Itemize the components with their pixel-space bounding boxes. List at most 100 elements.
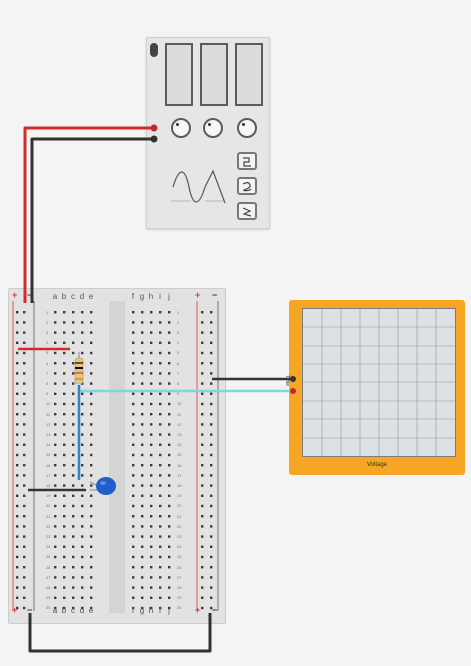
row-number-left: 6 <box>46 360 49 366</box>
breadboard-hole <box>168 402 171 406</box>
breadboard-hole <box>141 504 144 508</box>
breadboard-hole <box>54 443 57 446</box>
breadboard-hole <box>54 464 57 467</box>
breadboard-hole <box>90 566 93 569</box>
amplitude-knob[interactable] <box>203 118 223 138</box>
breadboard-hole <box>72 535 75 538</box>
breadboard-hole <box>150 596 153 599</box>
sine-wave-button[interactable] <box>237 177 257 195</box>
breadboard-hole <box>72 351 75 355</box>
rail-hole <box>201 504 204 508</box>
row-number-right: 30 <box>177 605 182 611</box>
breadboard-hole <box>132 413 135 416</box>
rail-hole <box>210 606 213 610</box>
capacitor[interactable] <box>89 477 116 495</box>
breadboard-hole <box>150 402 153 406</box>
breadboard-hole <box>141 402 144 406</box>
rail-hole <box>16 596 19 599</box>
breadboard-hole <box>90 464 93 467</box>
rail-hole <box>16 545 19 548</box>
breadboard-hole <box>141 331 144 334</box>
triangle-wave-button[interactable] <box>237 202 257 220</box>
breadboard-hole <box>54 484 57 487</box>
breadboard-hole <box>90 443 93 446</box>
rail-hole <box>16 433 19 436</box>
column-label-a: a <box>52 292 58 301</box>
breadboard-hole <box>90 555 93 559</box>
breadboard-hole <box>63 413 66 416</box>
square-wave-button[interactable] <box>237 152 257 170</box>
power-toggle[interactable] <box>150 43 158 57</box>
row-number-right: 2 <box>177 319 180 325</box>
rail-hole <box>23 433 26 436</box>
rail-hole <box>210 392 213 395</box>
row-number-right: 12 <box>177 421 182 427</box>
breadboard-hole <box>63 535 66 538</box>
rail-hole <box>16 535 19 538</box>
breadboard-hole <box>54 586 57 589</box>
row-number-right: 5 <box>177 350 180 356</box>
breadboard-hole <box>150 372 153 375</box>
row-number-right: 20 <box>177 503 182 509</box>
rail-hole <box>23 453 26 457</box>
rail-hole <box>210 576 213 579</box>
oscilloscope[interactable]: Time Voltage <box>284 300 465 475</box>
rail-hole <box>23 606 26 610</box>
breadboard-hole <box>159 402 162 406</box>
rail-hole <box>23 576 26 579</box>
rail-hole <box>23 494 26 497</box>
frequency-knob[interactable] <box>171 118 191 138</box>
breadboard-hole <box>54 402 57 406</box>
breadboard-hole <box>168 576 171 579</box>
rail-hole <box>210 464 213 467</box>
breadboard-hole <box>72 566 75 569</box>
breadboard-hole <box>132 494 135 497</box>
breadboard-hole <box>141 525 144 528</box>
black-wire[interactable] <box>30 137 155 303</box>
rail-hole <box>16 351 19 355</box>
breadboard-hole <box>150 555 153 559</box>
rail-hole <box>201 464 204 467</box>
breadboard-hole <box>81 423 84 426</box>
offset-knob[interactable] <box>237 118 257 138</box>
breadboard-hole <box>81 321 84 324</box>
rail-hole <box>23 525 26 528</box>
breadboard-hole <box>159 362 162 365</box>
black-loop-wire[interactable] <box>28 613 212 653</box>
oscilloscope-ground-terminal[interactable] <box>290 376 296 382</box>
breadboard-hole <box>159 606 162 610</box>
breadboard-hole <box>81 515 84 518</box>
breadboard-hole <box>90 535 93 538</box>
generator-positive-terminal[interactable] <box>150 124 158 132</box>
red-wire[interactable] <box>23 126 155 303</box>
breadboard-hole <box>72 443 75 446</box>
breadboard-hole <box>150 464 153 467</box>
breadboard-hole <box>132 402 135 406</box>
breadboard-hole <box>90 372 93 375</box>
breadboard-hole <box>81 504 84 508</box>
breadboard-hole <box>63 392 66 395</box>
breadboard-hole <box>81 392 84 395</box>
breadboard-hole <box>159 341 162 344</box>
resistor[interactable] <box>74 352 84 385</box>
breadboard-hole <box>141 351 144 355</box>
breadboard-hole <box>159 515 162 518</box>
breadboard-hole <box>132 515 135 518</box>
function-generator[interactable] <box>146 37 270 229</box>
breadboard-hole <box>159 576 162 579</box>
rail-hole <box>23 535 26 538</box>
oscilloscope-probe-terminal[interactable] <box>290 388 296 394</box>
breadboard-hole <box>132 443 135 446</box>
sine-wave-icon <box>242 182 252 192</box>
row-number-left: 8 <box>46 380 49 386</box>
generator-negative-terminal[interactable] <box>150 135 158 143</box>
breadboard-hole <box>72 586 75 589</box>
rail-hole <box>210 443 213 446</box>
rail-hole <box>16 606 19 610</box>
column-label-e: e <box>88 606 94 615</box>
breadboard-hole <box>168 433 171 436</box>
breadboard-hole <box>132 311 135 314</box>
breadboard-hole <box>54 382 57 385</box>
